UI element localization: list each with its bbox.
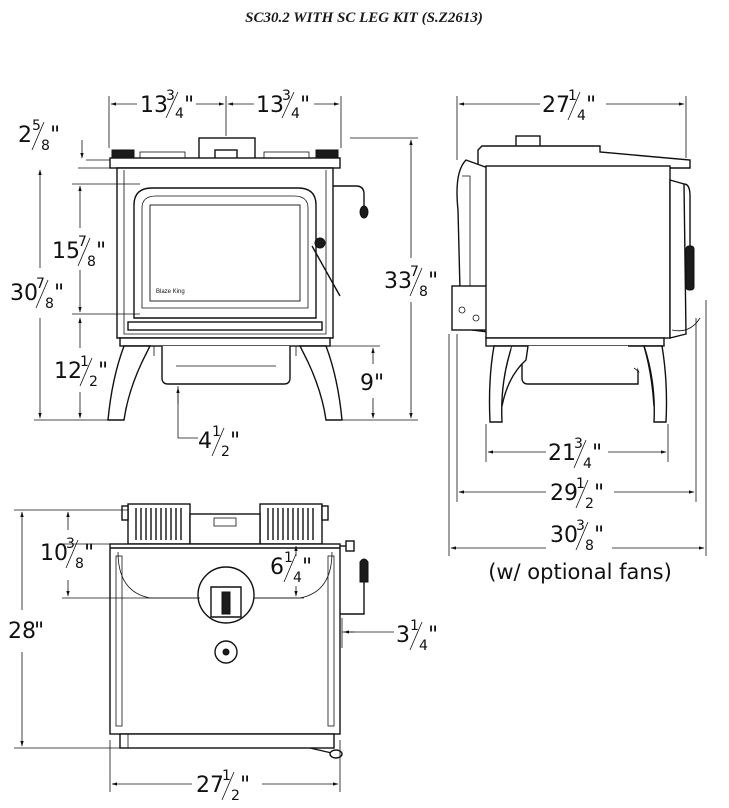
svg-text:33: 33 xyxy=(384,269,412,294)
dimension-label-side-leg-span: 21 3 4 " xyxy=(548,436,602,472)
svg-text:7: 7 xyxy=(36,276,45,292)
front-view-dimensions xyxy=(34,96,418,439)
svg-text:3: 3 xyxy=(574,436,583,452)
svg-text:30: 30 xyxy=(550,523,578,548)
svg-text:8: 8 xyxy=(75,556,84,572)
svg-text:4: 4 xyxy=(291,106,300,122)
svg-text:8: 8 xyxy=(87,254,96,270)
svg-text:": " xyxy=(54,281,64,306)
svg-text:": " xyxy=(98,359,108,384)
dimension-label-body-height: 30 7 8 " xyxy=(10,276,64,312)
svg-text:": " xyxy=(96,239,106,264)
svg-text:1: 1 xyxy=(80,354,89,370)
top-view xyxy=(109,503,369,759)
svg-text:3: 3 xyxy=(166,88,175,104)
dimension-label-side-top-depth: 27 1 4 " xyxy=(542,88,596,124)
dimension-label-top-offset: 2 5 8 " xyxy=(18,118,60,154)
dimension-label-leg-height: 12 1 2 " xyxy=(54,354,108,390)
svg-text:3: 3 xyxy=(66,536,75,552)
svg-text:": " xyxy=(302,555,312,580)
svg-text:7: 7 xyxy=(410,264,419,280)
svg-text:2: 2 xyxy=(221,444,230,460)
dimension-label-floor-clearance: 9 " xyxy=(360,371,384,396)
svg-text:1: 1 xyxy=(284,550,293,566)
svg-text:3: 3 xyxy=(396,623,410,648)
svg-text:": " xyxy=(374,371,384,396)
svg-text:8: 8 xyxy=(41,138,50,154)
svg-text:2: 2 xyxy=(18,123,32,148)
svg-text:28: 28 xyxy=(8,619,36,644)
svg-text:1: 1 xyxy=(576,476,585,492)
svg-text:9: 9 xyxy=(360,371,374,396)
svg-text:": " xyxy=(84,541,94,566)
dimension-label-front-half-width-right: 13 3 4 " xyxy=(256,88,310,122)
svg-text:": " xyxy=(592,441,602,466)
svg-text:27: 27 xyxy=(542,93,570,118)
dimension-label-top-handle-offset: 3 1 4 " xyxy=(396,618,438,654)
svg-text:": " xyxy=(34,619,44,644)
svg-text:27: 27 xyxy=(196,773,224,798)
svg-text:": " xyxy=(240,773,250,798)
drawing-title: SC30.2 WITH SC LEG KIT (S.Z2613) xyxy=(245,10,483,26)
svg-text:3: 3 xyxy=(576,518,585,534)
optional-fans-note: (w/ optional fans) xyxy=(488,560,672,584)
svg-text:4: 4 xyxy=(198,429,212,454)
svg-text:12: 12 xyxy=(54,359,82,384)
dimension-label-ash-offset: 4 1 2 " xyxy=(198,424,240,460)
dimension-label-top-depth: 28 " xyxy=(8,619,44,644)
svg-text:13: 13 xyxy=(140,93,168,118)
svg-text:1: 1 xyxy=(212,424,221,440)
svg-text:4: 4 xyxy=(293,570,302,586)
svg-text:": " xyxy=(594,523,604,548)
svg-text:3: 3 xyxy=(282,88,291,104)
dimension-label-overall-height: 33 7 8 " xyxy=(384,264,438,300)
svg-text:15: 15 xyxy=(52,239,80,264)
svg-text:4: 4 xyxy=(419,638,428,654)
dimension-label-front-half-width-left: 13 3 4 " xyxy=(140,88,194,122)
dimension-label-side-overall-depth: 29 1 2 " xyxy=(550,476,604,512)
svg-text:8: 8 xyxy=(45,296,54,312)
svg-text:1: 1 xyxy=(568,88,577,104)
svg-text:": " xyxy=(300,93,310,118)
svg-text:4: 4 xyxy=(583,456,592,472)
svg-text:": " xyxy=(428,269,438,294)
svg-text:2: 2 xyxy=(585,496,594,512)
svg-text:5: 5 xyxy=(32,118,41,134)
svg-text:4: 4 xyxy=(175,106,184,122)
svg-text:21: 21 xyxy=(548,441,576,466)
svg-text:2: 2 xyxy=(231,788,240,804)
svg-text:4: 4 xyxy=(577,108,586,124)
dimension-label-top-flue-offset: 6 1 4 " xyxy=(270,550,312,586)
svg-text:": " xyxy=(50,123,60,148)
left-fan-grille xyxy=(135,508,182,540)
dimension-label-door-height: 15 7 8 " xyxy=(52,234,106,270)
svg-text:1: 1 xyxy=(222,768,231,784)
svg-text:2: 2 xyxy=(89,374,98,390)
svg-text:8: 8 xyxy=(419,284,428,300)
svg-text:": " xyxy=(428,623,438,648)
side-view xyxy=(451,135,701,423)
top-view-dimensions xyxy=(14,509,394,792)
svg-text:1: 1 xyxy=(410,618,419,634)
svg-text:6: 6 xyxy=(270,555,284,580)
brand-logo: Blaze King xyxy=(156,289,185,295)
right-fan-grille xyxy=(267,508,314,540)
svg-text:8: 8 xyxy=(585,538,594,554)
dimension-label-top-width: 27 1 2 " xyxy=(196,768,250,804)
svg-text:10: 10 xyxy=(40,541,68,566)
svg-text:13: 13 xyxy=(256,93,284,118)
svg-text:29: 29 xyxy=(550,481,578,506)
svg-text:": " xyxy=(586,93,596,118)
svg-text:": " xyxy=(230,429,240,454)
dimension-label-side-fan-depth: 30 3 8 " xyxy=(550,518,604,554)
dimension-label-top-fan-to-flue: 10 3 8 " xyxy=(40,536,94,572)
svg-text:": " xyxy=(184,93,194,118)
front-view: Blaze King xyxy=(107,137,369,421)
svg-text:": " xyxy=(594,481,604,506)
svg-text:30: 30 xyxy=(10,281,38,306)
side-view-dimensions xyxy=(448,96,707,556)
svg-text:7: 7 xyxy=(78,234,87,250)
